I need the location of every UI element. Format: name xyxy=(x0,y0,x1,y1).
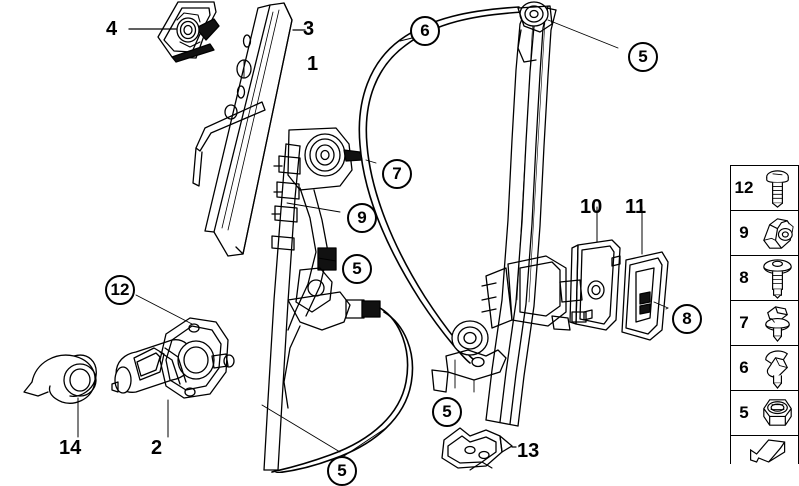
expanding-rivet-icon xyxy=(757,301,798,345)
callout-7[interactable]: 7 xyxy=(382,159,412,189)
part-2-window-lifter-motor xyxy=(111,294,235,438)
callout-5-mid[interactable]: 5 xyxy=(342,254,372,284)
legend-row-partial[interactable] xyxy=(731,436,798,464)
callout-6[interactable]: 6 xyxy=(410,16,440,46)
legend-number: 9 xyxy=(739,223,749,242)
leader-5d-b xyxy=(343,427,387,457)
pan-head-screw-icon xyxy=(757,166,798,210)
callout-8[interactable]: 8 xyxy=(672,304,702,334)
legend-row-6[interactable]: 6 xyxy=(731,346,798,391)
leader-5b xyxy=(317,257,337,262)
callout-13[interactable]: 13 xyxy=(517,440,540,462)
flat-bracket-icon xyxy=(750,436,798,464)
callout-10[interactable]: 10 xyxy=(580,196,603,218)
leader-9 xyxy=(286,202,341,213)
bottom-fragment xyxy=(469,461,493,471)
legend-panel: 12 9 xyxy=(730,165,799,464)
leader-8 xyxy=(665,307,669,310)
leader-5d-a xyxy=(261,404,341,453)
flange-bolt-icon xyxy=(757,256,798,300)
callout-14[interactable]: 14 xyxy=(59,437,82,459)
part-1-window-regulator-assembly xyxy=(263,127,381,471)
callout-5-top[interactable]: 5 xyxy=(628,42,658,72)
legend-row-12[interactable]: 12 xyxy=(731,166,798,211)
part-14-cable-guide-shoe xyxy=(23,354,97,438)
legend-number: 6 xyxy=(739,358,749,377)
part-11-cover-plate xyxy=(621,206,669,341)
part-3-window-frame-pillar xyxy=(192,2,306,257)
bowden-cable xyxy=(271,307,414,473)
bracket-clip-icon xyxy=(757,211,798,255)
legend-row-8[interactable]: 8 xyxy=(731,256,798,301)
part-13-reinforcement-bracket xyxy=(441,427,517,469)
legend-number: 8 xyxy=(739,268,749,287)
rear-frame-rail xyxy=(485,3,557,427)
legend-row-5[interactable]: 5 xyxy=(731,391,798,436)
legend-row-7[interactable]: 7 xyxy=(731,301,798,346)
part-5a-top-pivot xyxy=(517,1,619,63)
callout-5-lower[interactable]: 5 xyxy=(432,397,462,427)
part-4-upper-guide-bracket xyxy=(128,1,220,63)
legend-number: 12 xyxy=(734,178,754,197)
callout-2[interactable]: 2 xyxy=(151,437,163,459)
diagram-artwork xyxy=(23,1,669,473)
callout-1[interactable]: 1 xyxy=(307,53,319,75)
callout-4[interactable]: 4 xyxy=(106,18,118,40)
part-10-mounting-plate xyxy=(569,206,621,331)
callout-3[interactable]: 3 xyxy=(303,18,315,40)
legend-number: 5 xyxy=(739,403,749,422)
cable-clip-icon xyxy=(757,346,798,390)
callout-9[interactable]: 9 xyxy=(347,203,377,233)
callout-12[interactable]: 12 xyxy=(105,275,135,305)
lower-carrier-latch-module xyxy=(431,255,587,393)
hex-nut-icon xyxy=(757,391,798,435)
legend-row-9[interactable]: 9 xyxy=(731,211,798,256)
callout-11[interactable]: 11 xyxy=(625,196,647,218)
callout-5-bottom-cut[interactable]: 5 xyxy=(327,456,357,486)
leader-7 xyxy=(365,159,377,164)
legend-number: 7 xyxy=(739,313,749,332)
parts-diagram-canvas: 4 3 1 6 5 7 9 5 10 11 8 12 14 2 5 13 5 1… xyxy=(23,1,799,486)
part-6-cable-loop xyxy=(358,6,524,364)
